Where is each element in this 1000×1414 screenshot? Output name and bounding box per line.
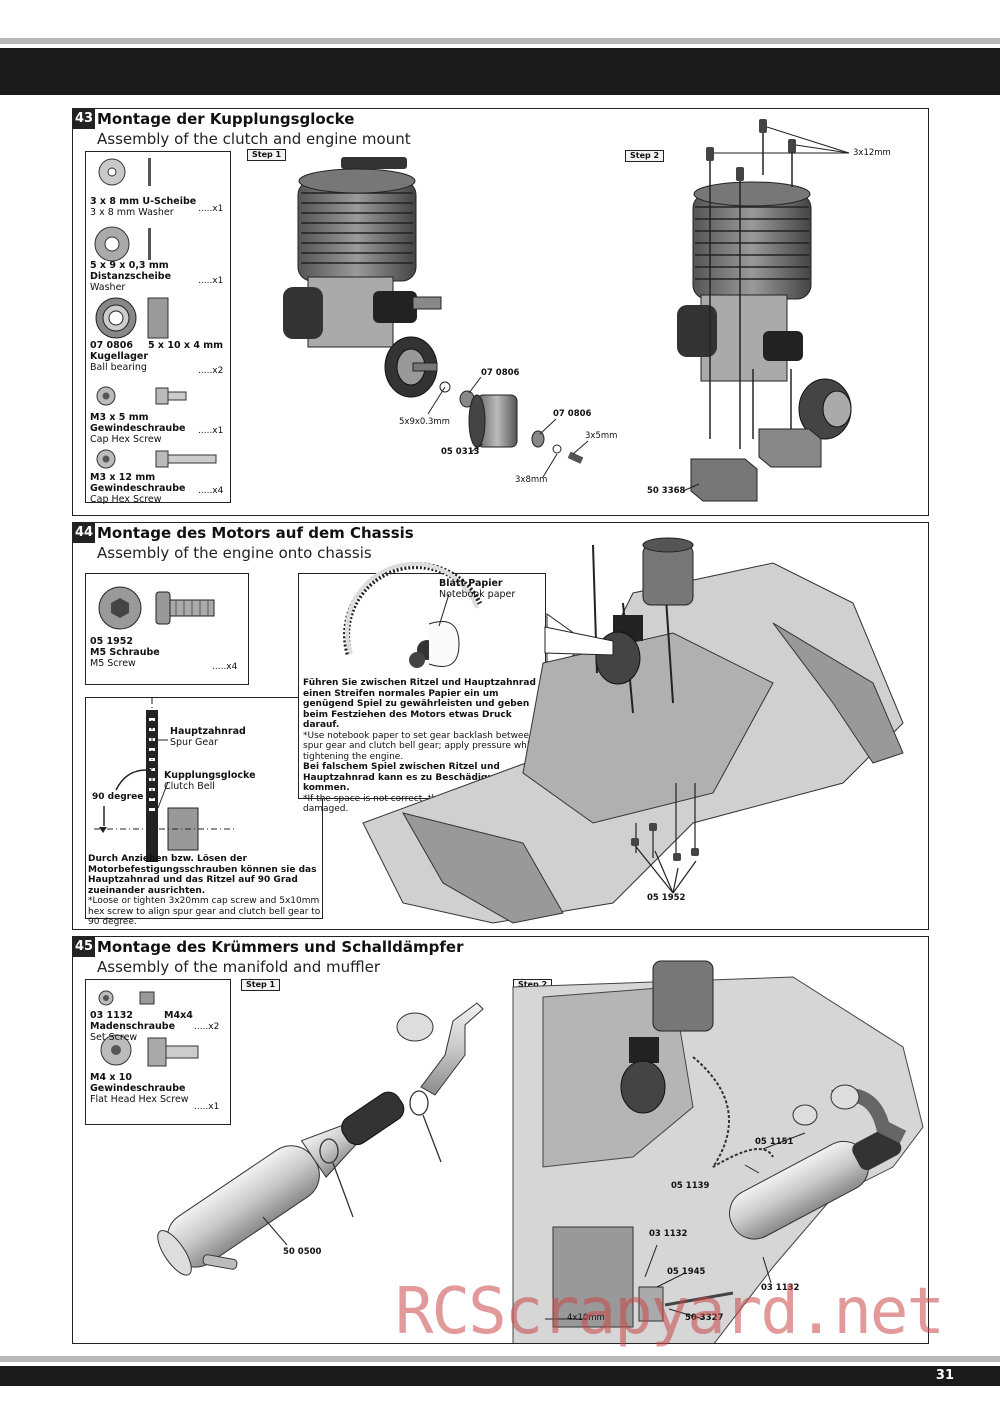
section-45: 45 Montage des Krümmers und Schalldämpfe…	[72, 936, 929, 1344]
section-title-de: Montage der Kupplungsglocke	[97, 110, 355, 128]
muffler-illustration	[157, 960, 924, 1343]
callout-engine-mount: 50 3368	[647, 486, 686, 496]
part-qty: .....x1	[198, 426, 224, 436]
callout-washer: 5x9x0.3mm	[399, 417, 450, 427]
part-bearing-size: 5 x 10 x 4 mm	[148, 340, 224, 351]
callout-bearing-b: 07 0806	[553, 409, 592, 419]
callout-screw-3x5: 3x5mm	[585, 431, 618, 441]
step1-tag: Step 1	[247, 149, 287, 161]
step-number: 44	[73, 523, 95, 543]
part-qty: .....x1	[198, 204, 224, 214]
bottom-rule	[0, 1356, 1000, 1362]
callout-clutch-bell: 05 0313	[441, 447, 480, 457]
step1-tag: Step 1	[241, 979, 281, 991]
callout-03-1132-b: 03 1132	[761, 1283, 800, 1293]
part-qty: .....x4	[212, 662, 238, 672]
part-set-screw-size: M4x4	[164, 1010, 193, 1021]
section-43: 43 Montage der Kupplungsglocke Assembly …	[72, 108, 929, 516]
part-qty: .....x1	[194, 1102, 220, 1112]
page-number: 31	[935, 1368, 954, 1383]
parts-illustrations	[94, 158, 217, 469]
backlash-note: Führen Sie zwischen Ritzel und Hauptzahn…	[303, 678, 538, 814]
step2-tag: Step 2	[625, 150, 665, 162]
part-qty: .....x2	[194, 1022, 220, 1032]
parts-illustrations	[98, 990, 199, 1067]
callout-muffler: 50 0500	[283, 1247, 322, 1257]
alignment-note: Durch Anziehen bzw. Lösen der Motorbefes…	[88, 854, 321, 927]
header-bar	[0, 48, 1000, 95]
step-number: 43	[73, 109, 95, 129]
callout-screw-4x10: 4x10mm	[567, 1313, 605, 1323]
watermark: RCScrapyard.net	[395, 1275, 945, 1349]
section-title-de: Montage des Krümmers und Schalldämpfer	[97, 938, 464, 956]
part-qty: .....x1	[198, 276, 224, 286]
callout-50-3327: 50 3327	[685, 1313, 724, 1323]
step-number: 45	[73, 937, 95, 957]
section-44: 44 Montage des Motors auf dem Chassis As…	[72, 522, 929, 930]
label-90-degree: 90 degree	[92, 792, 144, 802]
engine-illustration	[283, 119, 852, 502]
callout-bearing-a: 07 0806	[481, 368, 520, 378]
section-title-en: Assembly of the engine onto chassis	[97, 544, 372, 562]
callout-m5-screws: 05 1952	[647, 893, 686, 903]
callout-05-1139: 05 1139	[671, 1181, 710, 1191]
footer-bar	[0, 1366, 1000, 1386]
callout-screws-3x12: 3x12mm	[853, 148, 891, 158]
callout-05-1151: 05 1151	[755, 1137, 794, 1147]
section-title-de: Montage des Motors auf dem Chassis	[97, 524, 414, 542]
section-title-en: Assembly of the manifold and muffler	[97, 958, 381, 976]
callout-washer-3x8: 3x8mm	[515, 475, 548, 485]
callout-03-1132-a: 03 1132	[649, 1229, 688, 1239]
section-title-en: Assembly of the clutch and engine mount	[97, 130, 411, 148]
top-rule	[0, 38, 1000, 44]
part-qty: .....x4	[198, 486, 224, 496]
chassis-illustration	[362, 537, 904, 924]
gear-alignment-diagram	[94, 698, 236, 862]
callout-05-1945: 05 1945	[667, 1267, 706, 1277]
screw-m5-illustration	[98, 586, 215, 630]
part-qty: .....x2	[198, 366, 224, 376]
